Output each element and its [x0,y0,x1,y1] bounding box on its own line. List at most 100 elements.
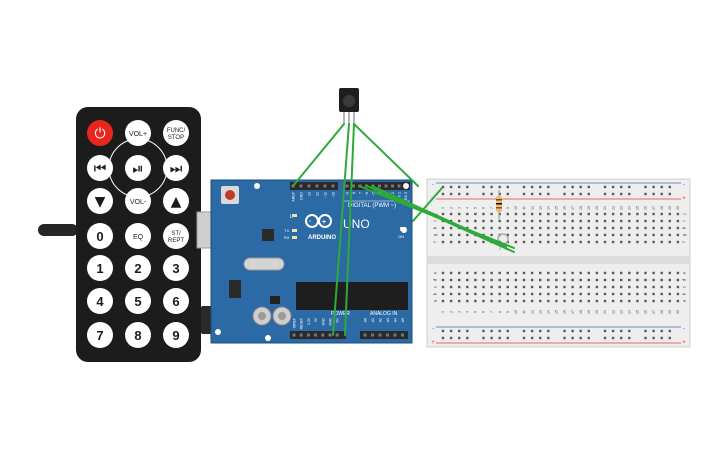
rail-hole[interactable] [660,185,663,189]
rail-hole[interactable] [587,192,590,196]
header-pin[interactable] [386,333,389,337]
breadboard-hole[interactable] [498,212,501,216]
breadboard-hole[interactable] [660,271,663,275]
rail-hole[interactable] [522,185,526,189]
rail-hole[interactable] [539,185,542,189]
breadboard-hole[interactable] [506,212,509,216]
rail-hole[interactable] [628,336,631,340]
breadboard-hole[interactable] [563,219,566,223]
breadboard-hole[interactable] [466,219,469,223]
breadboard-hole[interactable] [644,212,647,216]
header-pin[interactable] [345,184,349,188]
breadboard-hole[interactable] [611,292,615,296]
breadboard-hole[interactable] [603,226,607,230]
breadboard-hole[interactable] [628,212,631,216]
rail-hole[interactable] [587,185,590,189]
breadboard-hole[interactable] [441,292,445,296]
breadboard-hole[interactable] [628,271,631,275]
rail-hole[interactable] [611,192,615,196]
breadboard-hole[interactable] [676,240,680,244]
rail-hole[interactable] [506,192,509,196]
breadboard-hole[interactable] [539,271,542,275]
breadboard-hole[interactable] [644,292,647,296]
breadboard-hole[interactable] [676,212,680,216]
breadboard-hole[interactable] [620,219,623,223]
rail-hole[interactable] [652,336,655,340]
breadboard-hole[interactable] [514,299,518,303]
rail-hole[interactable] [668,329,671,333]
breadboard-hole[interactable] [539,278,542,282]
rail-hole[interactable] [466,336,469,340]
breadboard-hole[interactable] [458,285,461,289]
breadboard-hole[interactable] [449,292,453,296]
breadboard-hole[interactable] [458,292,461,296]
header-pin[interactable] [299,184,303,188]
breadboard-hole[interactable] [644,285,647,289]
breadboard-hole[interactable] [603,271,607,275]
rail-hole[interactable] [587,329,590,333]
breadboard-hole[interactable] [668,240,671,244]
breadboard-hole[interactable] [611,219,615,223]
breadboard-hole[interactable] [563,299,566,303]
rail-hole[interactable] [668,185,671,189]
breadboard-hole[interactable] [620,212,623,216]
breadboard-hole[interactable] [628,292,631,296]
breadboard-hole[interactable] [587,240,590,244]
rail-hole[interactable] [620,192,623,196]
breadboard-hole[interactable] [636,271,639,275]
breadboard-hole[interactable] [555,278,558,282]
resistor[interactable] [496,190,502,219]
breadboard-hole[interactable] [620,285,623,289]
breadboard-hole[interactable] [571,212,574,216]
breadboard-hole[interactable] [514,271,518,275]
breadboard-hole[interactable] [514,233,518,237]
rail-hole[interactable] [498,336,501,340]
breadboard-hole[interactable] [474,240,477,244]
breadboard-hole[interactable] [506,219,509,223]
rail-hole[interactable] [506,185,509,189]
breadboard-hole[interactable] [628,226,631,230]
header-pin[interactable] [397,184,401,188]
breadboard-hole[interactable] [611,299,615,303]
breadboard-hole[interactable] [490,299,493,303]
breadboard-hole[interactable] [441,285,445,289]
breadboard-hole[interactable] [611,240,615,244]
breadboard-hole[interactable] [603,219,607,223]
breadboard-hole[interactable] [668,233,671,237]
remote-button-0[interactable]: 0 [87,223,113,249]
rail-hole[interactable] [571,192,574,196]
breadboard-hole[interactable] [547,292,550,296]
breadboard-hole[interactable] [636,299,639,303]
breadboard-hole[interactable] [660,299,663,303]
breadboard-hole[interactable] [595,278,599,282]
breadboard-hole[interactable] [547,299,550,303]
rail-hole[interactable] [441,192,445,196]
wire-rail[interactable] [412,187,443,222]
breadboard-hole[interactable] [676,299,680,303]
breadboard-hole[interactable] [441,278,445,282]
breadboard-hole[interactable] [652,285,655,289]
breadboard-hole[interactable] [547,285,550,289]
breadboard-hole[interactable] [506,278,509,282]
breadboard-hole[interactable] [676,278,680,282]
breadboard-hole[interactable] [668,285,671,289]
breadboard-hole[interactable] [539,233,542,237]
breadboard-hole[interactable] [490,278,493,282]
breadboard-hole[interactable] [571,240,574,244]
rail-hole[interactable] [441,336,445,340]
breadboard-hole[interactable] [514,240,518,244]
breadboard-hole[interactable] [530,278,534,282]
header-pin[interactable] [331,184,335,188]
breadboard-hole[interactable] [587,226,590,230]
rail-hole[interactable] [628,329,631,333]
breadboard-hole[interactable] [587,278,590,282]
breadboard-hole[interactable] [441,240,445,244]
breadboard-hole[interactable] [603,292,607,296]
rail-hole[interactable] [579,185,582,189]
breadboard-hole[interactable] [668,292,671,296]
breadboard-hole[interactable] [595,226,599,230]
breadboard-hole[interactable] [611,285,615,289]
header-pin[interactable] [401,333,404,337]
breadboard-hole[interactable] [449,212,453,216]
